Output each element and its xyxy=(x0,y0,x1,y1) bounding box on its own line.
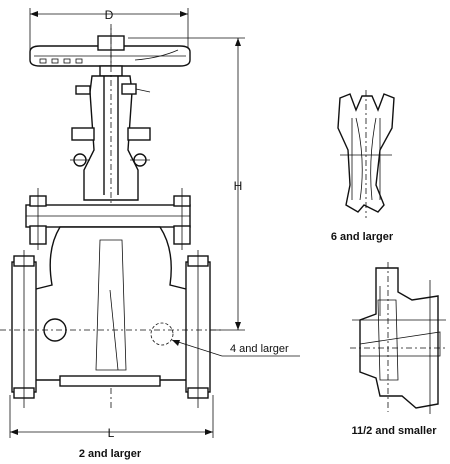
valve-body xyxy=(0,226,224,408)
callout-port: 4 and larger xyxy=(171,339,300,357)
dimension-d-label: D xyxy=(105,8,114,22)
detail-body-section-small xyxy=(350,262,446,414)
caption-6-and-larger: 6 and larger xyxy=(331,231,394,243)
dimension-h-label: H xyxy=(234,179,243,193)
dimension-h: H xyxy=(128,37,245,331)
bonnet-flange xyxy=(25,188,191,250)
detail-wedge-6-larger xyxy=(337,90,395,218)
dimension-l: L xyxy=(9,395,214,440)
callout-port-label: 4 and larger xyxy=(230,343,289,355)
handwheel xyxy=(29,28,191,77)
caption-11-2-and-smaller: 11/2 and smaller xyxy=(352,425,438,437)
dimension-l-label: L xyxy=(108,426,115,440)
caption-2-and-larger: 2 and larger xyxy=(79,448,142,460)
dimension-d: D xyxy=(29,8,189,58)
